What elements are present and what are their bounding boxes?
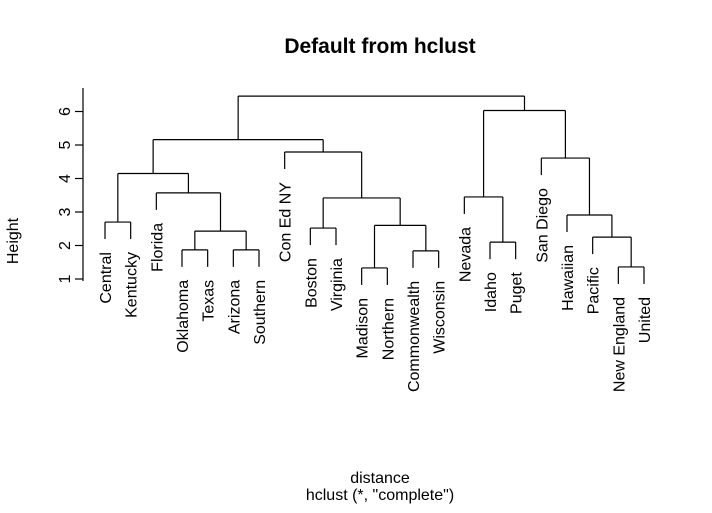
y-tick-label: 1 [57,274,74,283]
leaf-label: Con Ed NY [278,182,295,262]
leaf-label: Pacific [586,267,603,314]
leaf-label: Northern [380,298,397,360]
leaf-label: Puget [509,272,526,314]
leaf-label: Florida [149,223,166,272]
leaf-label: Southern [252,280,269,345]
leaf-label: Virginia [329,258,346,311]
y-tick-label: 2 [57,241,74,250]
x-axis-label: distance [350,470,410,487]
leaf-label: Hawaiian [560,245,577,311]
leaf-label: Nevada [457,227,474,282]
leaf-label: Central [98,252,115,304]
y-tick-label: 4 [57,174,74,183]
x-axis-caption: distance hclust (*, "complete") [76,470,684,504]
x-axis-sublabel: hclust (*, "complete") [305,487,455,504]
leaf-label: United [637,297,654,343]
leaf-label: Idaho [483,272,500,312]
y-tick-label: 6 [57,107,74,116]
y-axis-title: Height [5,217,22,264]
leaf-label: Wisconsin [432,281,449,354]
leaf-label: Kentucky [124,252,141,318]
leaf-label: New England [611,297,628,392]
y-tick-label: 3 [57,207,74,216]
leaf-label: Commonwealth [406,281,423,392]
leaf-label: Texas [201,280,218,322]
leaf-label: San Diego [534,188,551,263]
leaf-label: Boston [303,258,320,308]
leaf-label: Arizona [226,280,243,334]
leaf-label: Madison [355,298,372,358]
chart-title: Default from hclust [284,35,476,58]
leaf-label: Oklahoma [175,280,192,353]
y-tick-label: 5 [57,140,74,149]
